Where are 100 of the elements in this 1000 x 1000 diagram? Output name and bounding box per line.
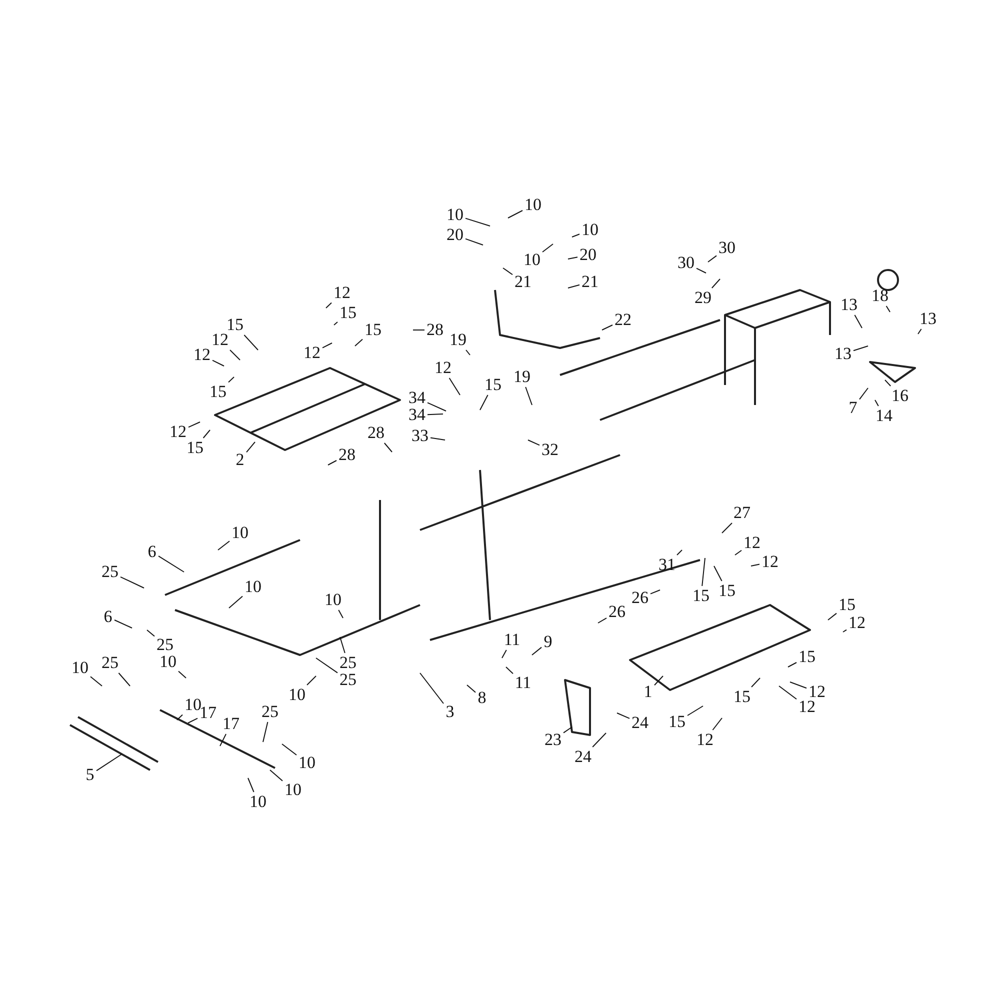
leader-line	[188, 718, 198, 724]
callout-number: 15	[734, 688, 750, 706]
callout-number: 25	[102, 563, 118, 581]
leader-line	[96, 754, 122, 772]
leader-line	[711, 278, 720, 288]
leader-line	[465, 218, 490, 226]
callout-number: 31	[658, 556, 676, 574]
leader-line	[246, 442, 256, 453]
callout-number: 10	[298, 754, 316, 772]
callout-number: 15	[484, 376, 502, 394]
leader-line	[244, 334, 258, 350]
leader-line	[572, 234, 580, 238]
callout-number: 13	[834, 345, 852, 363]
leader-line	[859, 388, 868, 400]
callout-number: 34	[408, 406, 426, 424]
leader-line	[114, 620, 132, 628]
callout-number: 18	[872, 287, 888, 305]
leader-line	[676, 550, 682, 556]
callout-number: 13	[920, 310, 936, 328]
callout-number: 12	[194, 346, 210, 364]
callout-number: 30	[678, 254, 694, 272]
leader-line	[262, 722, 268, 742]
leader-line	[248, 778, 254, 792]
leader-line	[502, 650, 507, 658]
leader-line	[714, 566, 722, 582]
callout-number: 2	[236, 451, 244, 469]
leader-line	[328, 460, 337, 466]
callout-number: 34	[408, 389, 426, 407]
callout-number: 10	[284, 781, 302, 799]
callout-number: 26	[608, 603, 626, 621]
leader-line	[158, 556, 184, 572]
callout-number: 10	[288, 686, 306, 704]
callout-number: 6	[148, 543, 156, 561]
leader-line	[334, 322, 338, 326]
leader-line	[778, 686, 797, 700]
leader-line	[525, 386, 532, 406]
callout-number: 10	[524, 196, 542, 214]
callout-number: 9	[544, 633, 552, 651]
leader-line	[338, 610, 344, 618]
callout-number: 15	[364, 321, 382, 339]
callout-number: 12	[334, 284, 350, 302]
leader-line	[282, 744, 297, 756]
callout-number: 23	[544, 731, 562, 749]
callout-number: 16	[892, 387, 908, 405]
callout-number: 10	[250, 793, 266, 811]
leader-line	[427, 414, 444, 416]
leader-line	[918, 328, 922, 334]
callout-number: 28	[338, 446, 356, 464]
callout-number: 15	[668, 713, 686, 731]
leader-line	[650, 590, 660, 594]
callout-number: 15	[798, 648, 816, 666]
callout-number: 15	[186, 439, 204, 457]
callout-number: 17	[200, 704, 216, 722]
callout-number: 27	[734, 504, 750, 522]
callout-number: 19	[450, 331, 466, 349]
leader-line	[340, 636, 346, 654]
leader-line	[427, 402, 446, 412]
leader-line	[466, 350, 470, 356]
leader-line	[120, 576, 144, 588]
leader-line	[884, 380, 892, 386]
leader-line	[480, 394, 488, 410]
leader-line	[465, 238, 484, 246]
leader-line	[506, 666, 514, 674]
callout-number: 10	[582, 221, 598, 239]
callout-number: 7	[848, 399, 858, 417]
leader-line	[502, 268, 513, 276]
leader-line	[788, 662, 797, 668]
callout-number: 3	[446, 703, 454, 721]
callout-number: 25	[340, 654, 356, 672]
callout-number: 13	[840, 296, 858, 314]
callout-number: 8	[478, 689, 486, 707]
leader-line	[854, 314, 862, 328]
callout-number: 15	[692, 587, 710, 605]
callout-number: 29	[694, 289, 712, 307]
leader-line	[90, 676, 102, 686]
callout-number: 19	[514, 368, 530, 386]
callout-number: 14	[876, 407, 892, 425]
leader-line	[853, 346, 868, 352]
callout-number: 10	[324, 591, 342, 609]
leader-line	[220, 734, 226, 746]
callout-number: 21	[582, 273, 598, 291]
callout-number: 5	[86, 766, 94, 784]
callout-number: 11	[504, 631, 520, 649]
callout-number: 12	[434, 359, 452, 377]
leader-line	[563, 726, 572, 734]
callout-number: 30	[718, 239, 736, 257]
callout-number: 12	[762, 553, 778, 571]
callout-number: 24	[574, 748, 592, 766]
leader-line	[734, 550, 742, 556]
leader-line	[420, 672, 444, 704]
leader-line	[722, 522, 732, 534]
leader-line	[687, 706, 704, 716]
leader-line	[568, 256, 578, 260]
leader-line	[828, 612, 837, 620]
callout-number: 12	[212, 331, 228, 349]
leader-line	[202, 430, 210, 438]
callout-number: 15	[838, 596, 856, 614]
leader-line	[218, 540, 230, 550]
callout-number: 15	[226, 316, 244, 334]
leader-line	[178, 670, 186, 678]
